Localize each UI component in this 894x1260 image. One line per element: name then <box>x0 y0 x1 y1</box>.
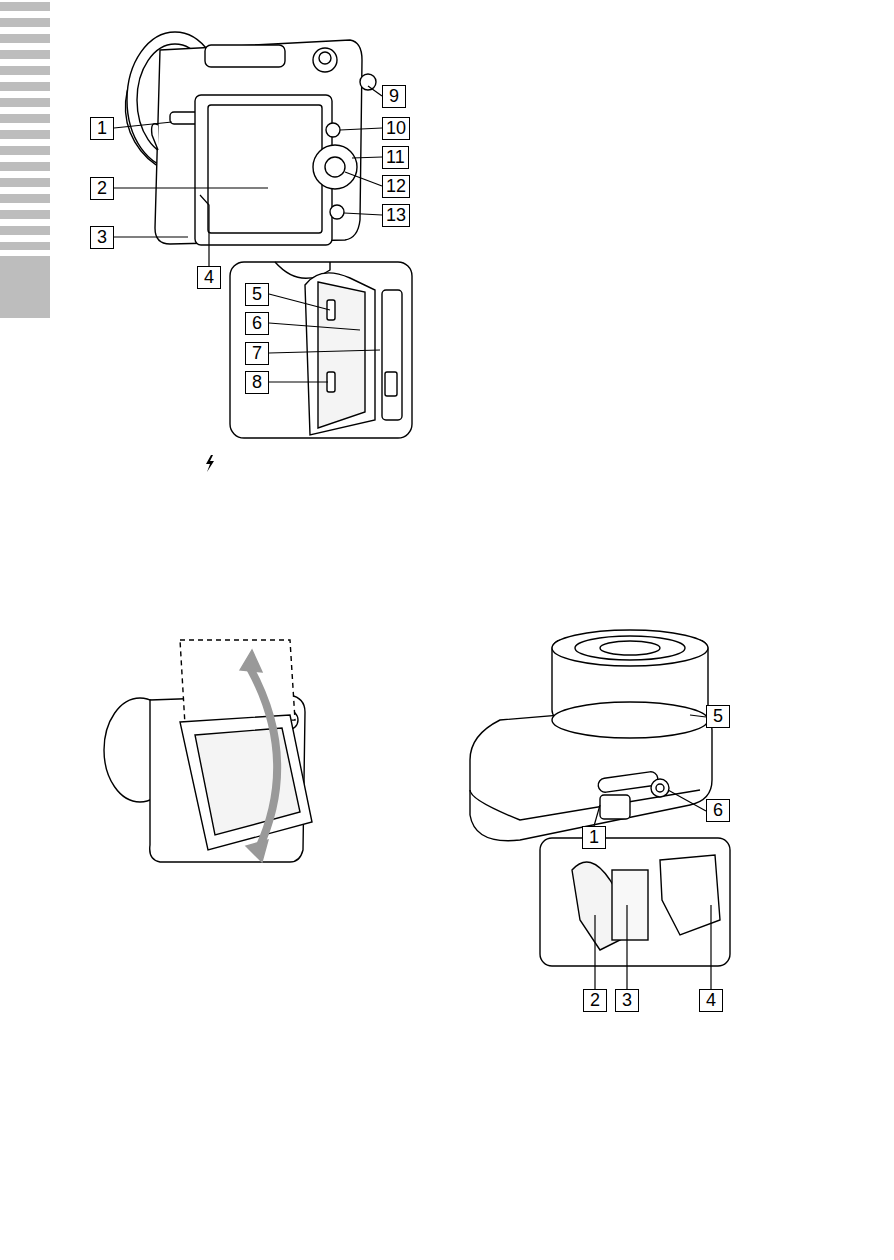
callout-number: 6 <box>706 799 730 822</box>
callout-number: 6 <box>245 312 269 335</box>
callout-number: 11 <box>382 146 409 169</box>
leader-lines <box>114 86 711 989</box>
callout-number: 9 <box>382 85 406 108</box>
callout-number: 4 <box>197 266 221 289</box>
inset-terminals <box>230 262 412 438</box>
callout-number: 3 <box>90 226 114 249</box>
camera-bottom <box>470 630 730 966</box>
callout-number: 8 <box>245 371 269 394</box>
callout-number: 13 <box>382 204 410 227</box>
callout-number: 1 <box>90 117 114 140</box>
callout-number: 2 <box>90 177 114 200</box>
camera-rear <box>125 32 376 245</box>
callout-number: 3 <box>615 989 639 1012</box>
callout-number: 10 <box>382 117 410 140</box>
callout-number: 1 <box>582 826 606 849</box>
callout-number: 7 <box>245 342 269 365</box>
callout-number: 5 <box>245 283 269 306</box>
flash-symbol <box>206 455 214 472</box>
callout-number: 4 <box>699 989 723 1012</box>
callout-number: 5 <box>706 705 730 728</box>
page-tab <box>0 2 50 318</box>
camera-tilt <box>104 640 312 862</box>
callout-number: 12 <box>382 175 410 198</box>
callout-number: 2 <box>583 989 607 1012</box>
